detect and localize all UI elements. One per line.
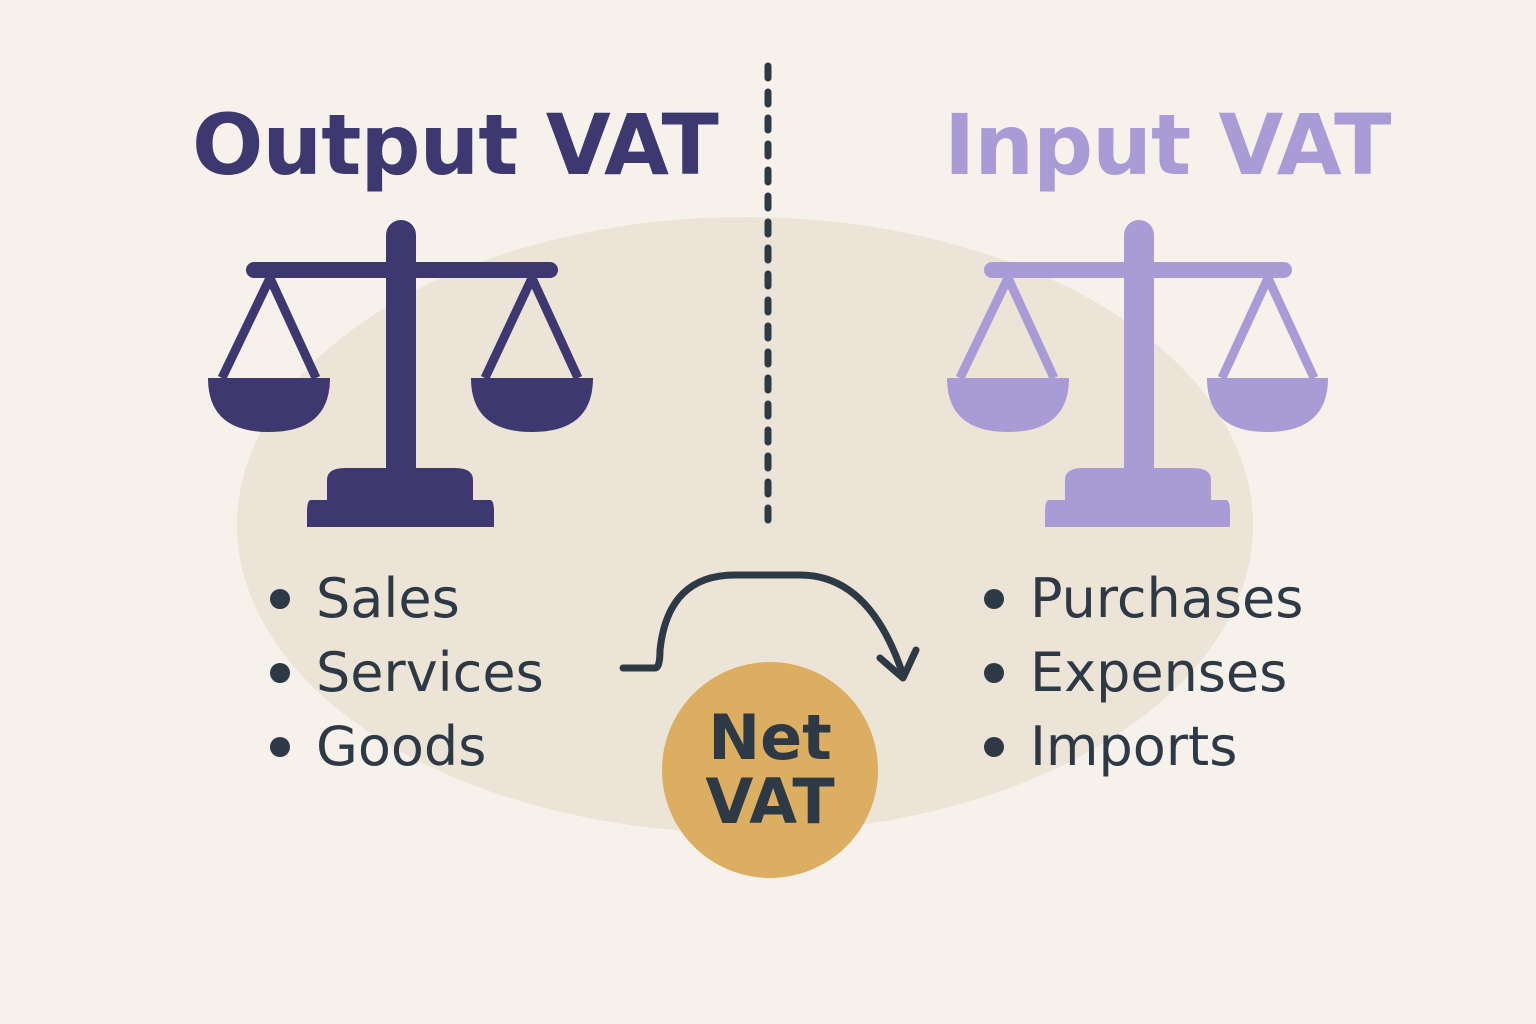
bullet-icon — [270, 589, 290, 609]
net-vat-line2: VAT — [705, 765, 835, 838]
bullet-icon — [984, 737, 1004, 757]
scales-icon-input — [947, 220, 1328, 527]
output-vat-list: Sales Services Goods — [270, 562, 544, 784]
list-item: Expenses — [984, 636, 1303, 710]
bullet-icon — [984, 589, 1004, 609]
input-vat-list: Purchases Expenses Imports — [984, 562, 1303, 784]
bullet-icon — [984, 663, 1004, 683]
list-item: Goods — [270, 710, 544, 784]
net-vat-line1: Net — [708, 701, 832, 774]
bullet-icon — [270, 737, 290, 757]
scales-icon-output — [208, 220, 593, 527]
list-item: Purchases — [984, 562, 1303, 636]
bullet-icon — [270, 663, 290, 683]
output-vat-title: Output VAT — [192, 96, 719, 194]
list-item: Sales — [270, 562, 544, 636]
list-item: Services — [270, 636, 544, 710]
list-item: Imports — [984, 710, 1303, 784]
input-vat-title: Input VAT — [944, 96, 1391, 194]
flow-arrow — [619, 571, 920, 682]
net-vat-circle: Net VAT — [662, 662, 878, 878]
